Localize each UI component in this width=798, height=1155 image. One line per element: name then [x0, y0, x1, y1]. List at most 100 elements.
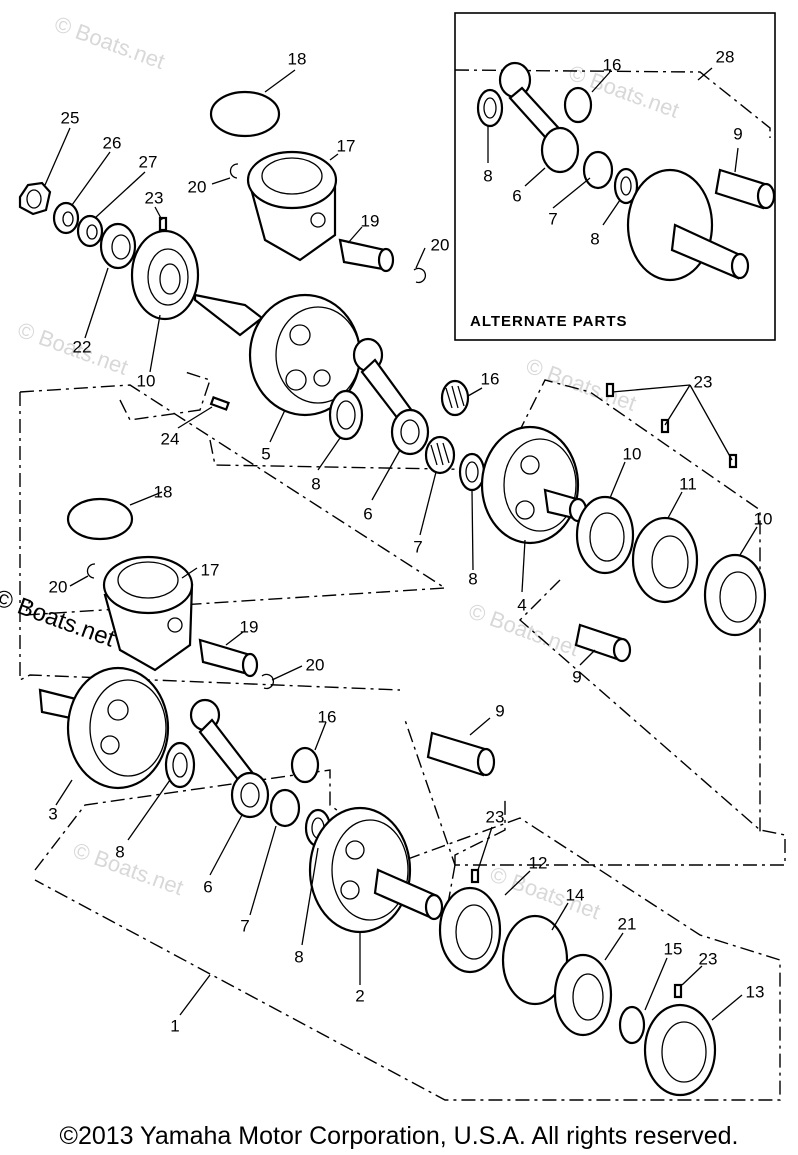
callout-16: 16 — [318, 707, 337, 726]
callout-7: 7 — [413, 537, 422, 556]
callout-13: 13 — [746, 982, 765, 1001]
inset-needle-bearing-7 — [582, 150, 614, 190]
inset-crank-pin-9 — [714, 168, 776, 210]
callout-labels: 25 26 27 23 22 10 18 17 20 19 20 24 5 8 … — [48, 47, 772, 1035]
callout-18: 18 — [288, 49, 307, 68]
crank-pin-9 — [426, 731, 496, 777]
alternate-parts-label: ALTERNATE PARTS — [470, 313, 628, 330]
dowel-pin-23 — [605, 382, 615, 398]
callout-16: 16 — [603, 55, 622, 74]
oil-seal-22 — [99, 222, 137, 270]
needle-bearing-16 — [440, 379, 470, 417]
dowel-pin-23 — [728, 453, 738, 469]
callout-23: 23 — [699, 949, 718, 968]
callout-11: 11 — [679, 474, 697, 493]
callout-9: 9 — [495, 701, 504, 720]
callout-6: 6 — [363, 504, 372, 523]
callout-9: 9 — [733, 124, 742, 143]
callout-6: 6 — [512, 186, 521, 205]
bearing-10-far — [703, 553, 767, 637]
callout-5: 5 — [261, 444, 270, 463]
callout-18: 18 — [154, 482, 173, 501]
leader-lines — [44, 67, 758, 1021]
nut-25 — [18, 181, 52, 216]
callout-20: 20 — [49, 577, 68, 596]
callout-20: 20 — [431, 235, 450, 254]
crank-wheel-3 — [38, 666, 170, 790]
inset-connecting-rod-6 — [498, 61, 580, 174]
callout-19: 19 — [240, 617, 259, 636]
dowel-pin-23 — [158, 216, 168, 232]
callout-10: 10 — [623, 444, 642, 463]
callout-20: 20 — [188, 177, 207, 196]
callout-8: 8 — [468, 569, 477, 588]
ring-14 — [501, 914, 569, 1006]
key-24 — [209, 396, 230, 411]
callout-26: 26 — [103, 133, 122, 152]
bearing-13 — [643, 1003, 717, 1097]
callout-3: 3 — [48, 804, 57, 823]
crank-wheel-2 — [308, 806, 444, 934]
callout-7: 7 — [548, 209, 557, 228]
callout-17: 17 — [337, 136, 356, 155]
inset-washer-8 — [613, 167, 639, 205]
callout-21: 21 — [618, 914, 637, 933]
callout-23: 23 — [145, 188, 164, 207]
thrust-washer-8 — [164, 741, 196, 789]
callout-24: 24 — [161, 429, 180, 448]
alternate-parts-box — [454, 12, 776, 341]
circlip-15 — [618, 1005, 646, 1045]
oil-seal-21 — [553, 953, 613, 1037]
crank-wheel-5 — [193, 293, 362, 417]
callout-14: 14 — [566, 885, 585, 904]
piston-ring-18 — [209, 90, 281, 138]
connecting-rod-6 — [352, 337, 430, 456]
dowel-pin-23 — [660, 418, 670, 434]
washer-26 — [52, 201, 80, 235]
circlip-20 — [261, 673, 275, 690]
washer-27 — [76, 214, 104, 248]
needle-bearing-7 — [269, 788, 301, 828]
piston-ring-18 — [66, 497, 134, 541]
watermark-text: © Boats.net — [523, 353, 640, 416]
bearing-11 — [631, 516, 699, 604]
callout-8: 8 — [483, 166, 492, 185]
thrust-washer-8 — [458, 452, 486, 492]
needle-bearing-16 — [290, 746, 320, 784]
circlip-20 — [229, 163, 239, 179]
callout-8: 8 — [311, 474, 320, 493]
callout-17: 17 — [201, 560, 220, 579]
inset-washer-8 — [476, 88, 504, 128]
watermark-text: © Boats.net — [51, 11, 168, 74]
callout-12: 12 — [529, 853, 548, 872]
dowel-pin-23 — [470, 868, 480, 884]
copyright-notice: ©2013 Yamaha Motor Corporation, U.S.A. A… — [59, 1122, 739, 1150]
circlip-20 — [86, 563, 96, 579]
callout-8: 8 — [294, 947, 303, 966]
callout-19: 19 — [361, 211, 380, 230]
callout-9: 9 — [572, 667, 581, 686]
callout-2: 2 — [355, 986, 364, 1005]
callout-8: 8 — [115, 842, 124, 861]
needle-bearing-7 — [424, 435, 456, 475]
callout-16: 16 — [481, 369, 500, 388]
callout-23: 23 — [694, 372, 713, 391]
callout-8: 8 — [590, 229, 599, 248]
callout-10: 10 — [137, 371, 156, 390]
callout-25: 25 — [61, 108, 80, 127]
watermark-text: © Boats.net — [70, 837, 187, 900]
piston-pin-19 — [338, 238, 395, 273]
callout-6: 6 — [203, 877, 212, 896]
piston-17 — [102, 555, 194, 672]
dowel-pin-23 — [673, 983, 683, 999]
callout-23: 23 — [486, 807, 505, 826]
thrust-washer-8 — [328, 389, 364, 441]
crank-wheel-4 — [480, 425, 588, 545]
callout-15: 15 — [664, 939, 683, 958]
circlip-20 — [413, 267, 427, 284]
inset-crank-wheel — [626, 168, 750, 282]
callout-20: 20 — [306, 655, 325, 674]
connecting-rod-6 — [189, 698, 270, 819]
bearing-10-top — [130, 229, 200, 321]
callout-27: 27 — [139, 152, 158, 171]
